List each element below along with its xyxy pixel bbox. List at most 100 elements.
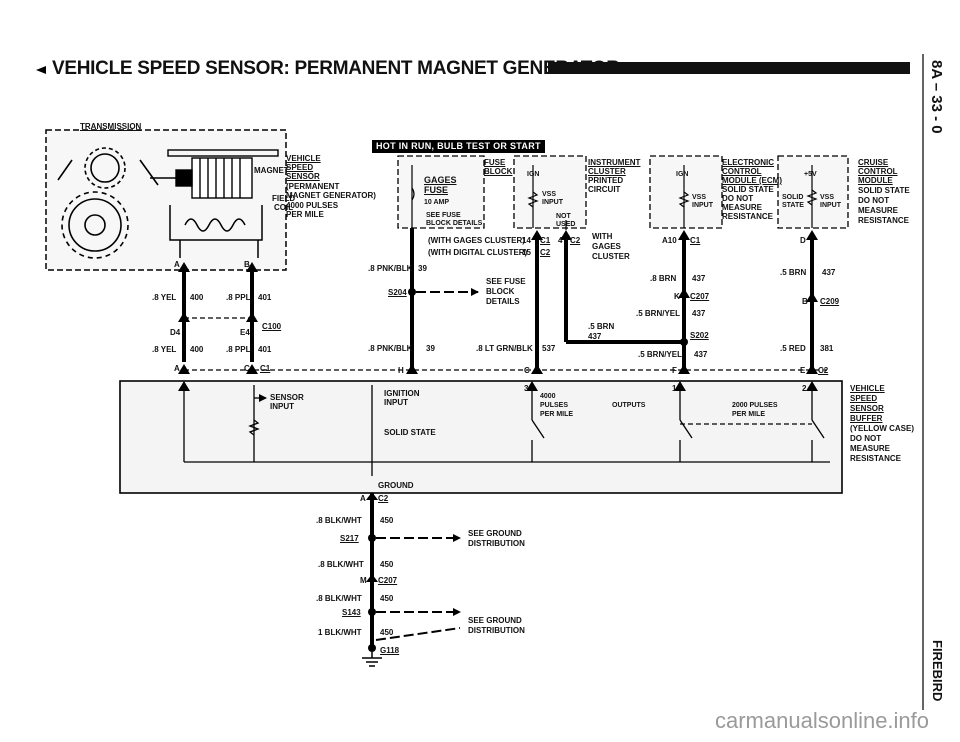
circuit-381: 381 bbox=[820, 344, 834, 353]
with-gages-cluster: (WITH GAGES CLUSTER) bbox=[428, 236, 525, 245]
ecm-desc-1: SOLID STATE bbox=[722, 185, 774, 194]
gages-label: GAGES bbox=[424, 175, 457, 185]
ground-symbol-icon bbox=[362, 652, 382, 667]
see-ground-1: SEE GROUND bbox=[468, 529, 522, 538]
watermark: carmanualsonline.info bbox=[715, 708, 930, 733]
buffer-desc-7: MEASURE bbox=[850, 444, 891, 453]
cluster-ign: IGN bbox=[527, 171, 540, 178]
ccm-pin-d: D bbox=[800, 236, 806, 245]
pin-c: C bbox=[244, 364, 250, 373]
sensor-desc-5: MAGNET GENERATOR) bbox=[286, 191, 376, 200]
connector-c100: C100 bbox=[262, 322, 282, 331]
model-name: FIREBIRD bbox=[930, 640, 945, 702]
circuit-450-1: 450 bbox=[380, 516, 394, 525]
circuit-39-1: 39 bbox=[418, 264, 427, 273]
circuit-437-1: 437 bbox=[692, 274, 706, 283]
cluster-c2: C2 bbox=[570, 236, 581, 245]
transmission-gears-icon bbox=[57, 147, 159, 259]
wire-ppl-1: .8 PPL bbox=[226, 293, 251, 302]
ecm-desc-4: RESISTANCE bbox=[722, 212, 773, 221]
circuit-537: 537 bbox=[542, 344, 556, 353]
cluster-title: INSTRUMENT bbox=[588, 158, 641, 167]
not-used-2: USED bbox=[556, 221, 576, 228]
ecm-vss: VSS bbox=[692, 194, 707, 201]
buffer-desc-6: DO NOT bbox=[850, 434, 882, 443]
title-rule-bar bbox=[548, 62, 910, 74]
splice-dot-icon bbox=[408, 288, 416, 296]
buffer-desc-8: RESISTANCE bbox=[850, 454, 901, 463]
ecm-box bbox=[649, 155, 723, 229]
field-coil-label-2: COIL bbox=[274, 203, 294, 212]
buffer-desc-5: (YELLOW CASE) bbox=[850, 424, 914, 433]
see-ground-4: DISTRIBUTION bbox=[468, 626, 525, 635]
pin-15: 15 bbox=[522, 248, 531, 257]
fuse-title: FUSE bbox=[484, 158, 506, 167]
ground-pin-a: A bbox=[360, 494, 366, 503]
cluster-input: INPUT bbox=[542, 199, 563, 206]
circuit-400-1: 400 bbox=[190, 293, 204, 302]
circuit-401-2: 401 bbox=[258, 345, 272, 354]
field-coil-icon bbox=[169, 205, 263, 258]
pin-b: B bbox=[244, 260, 250, 269]
magnet-label: MAGNET bbox=[254, 166, 289, 175]
pin-4: 4 bbox=[558, 236, 563, 245]
left-arrow-icon bbox=[36, 66, 46, 74]
ground-pin-m: M bbox=[360, 576, 367, 585]
wire-blk-wht-1: .8 BLK/WHT bbox=[316, 516, 362, 525]
circuit-39-2: 39 bbox=[426, 344, 435, 353]
pin-k: K bbox=[674, 292, 680, 301]
see-fuse-block-3: DETAILS bbox=[486, 297, 520, 306]
with-digital-cluster: (WITH DIGITAL CLUSTER) bbox=[428, 248, 528, 257]
connector-arrow-icon bbox=[178, 262, 190, 272]
ecm-desc-2: DO NOT bbox=[722, 194, 754, 203]
cluster-vss: VSS bbox=[542, 191, 557, 198]
ccm-desc-1: SOLID STATE bbox=[858, 186, 910, 195]
transmission-label: TRANSMISSION bbox=[80, 122, 142, 131]
splice-s217: S217 bbox=[340, 534, 359, 543]
wire-blk-wht-2: .8 BLK/WHT bbox=[318, 560, 364, 569]
connector-c2-row: C2 bbox=[818, 366, 829, 375]
ecm-c1: C1 bbox=[690, 236, 701, 245]
with-gages-2: GAGES bbox=[592, 242, 621, 251]
pin-a-2: A bbox=[174, 364, 180, 373]
sensor-desc-2: SPEED bbox=[286, 163, 314, 172]
connector-c207: C207 bbox=[690, 292, 710, 301]
sensor-desc-6: 4000 PULSES bbox=[286, 201, 339, 210]
ground-c2: C2 bbox=[378, 494, 389, 503]
buffer-desc-4: BUFFER bbox=[850, 414, 883, 423]
circuit-437-2: 437 bbox=[692, 309, 706, 318]
ccm-input: INPUT bbox=[820, 202, 841, 209]
wire-lt-grn-blk: .8 LT GRN/BLK bbox=[476, 344, 533, 353]
wire-yel-2: .8 YEL bbox=[152, 345, 177, 354]
buffer-pin-3: 3 bbox=[524, 384, 529, 393]
wire-brn-yel-2: .5 BRN/YEL bbox=[638, 350, 683, 359]
with-gages-1: WITH bbox=[592, 232, 613, 241]
not-used-1: NOT bbox=[556, 213, 571, 220]
connector-c209: C209 bbox=[820, 297, 840, 306]
pin-a: A bbox=[174, 260, 180, 269]
pin-e: E bbox=[800, 366, 806, 375]
ecm-pin-a10: A10 bbox=[662, 236, 677, 245]
wire-yel-1: .8 YEL bbox=[152, 293, 177, 302]
circuit-400-2: 400 bbox=[190, 345, 204, 354]
buffer-pin-2: 2 bbox=[802, 384, 807, 393]
ccm-title-2: CONTROL bbox=[858, 167, 898, 176]
ground-c207: C207 bbox=[378, 576, 398, 585]
fuse-label: FUSE bbox=[424, 185, 449, 195]
pin-14: 14 bbox=[522, 236, 531, 245]
connector-c1: C1 bbox=[260, 364, 271, 373]
wire-red: .5 RED bbox=[780, 344, 806, 353]
wire-brn-yel-1: .5 BRN/YEL bbox=[636, 309, 681, 318]
see-fuse-block-2: BLOCK bbox=[486, 287, 515, 296]
ecm-title: ELECTRONIC bbox=[722, 158, 774, 167]
circuit-450-4: 450 bbox=[380, 628, 394, 637]
circuit-450-3: 450 bbox=[380, 594, 394, 603]
fuse-amp: 10 AMP bbox=[424, 199, 450, 206]
wire-ppl-2: .8 PPL bbox=[226, 345, 251, 354]
pin-e4: E4 bbox=[240, 328, 250, 337]
buffer-desc-1: VEHICLE bbox=[850, 384, 885, 393]
outputs-label: OUTPUTS bbox=[612, 402, 646, 409]
instrument-cluster-box bbox=[513, 155, 587, 229]
pin-f: F bbox=[672, 366, 677, 375]
